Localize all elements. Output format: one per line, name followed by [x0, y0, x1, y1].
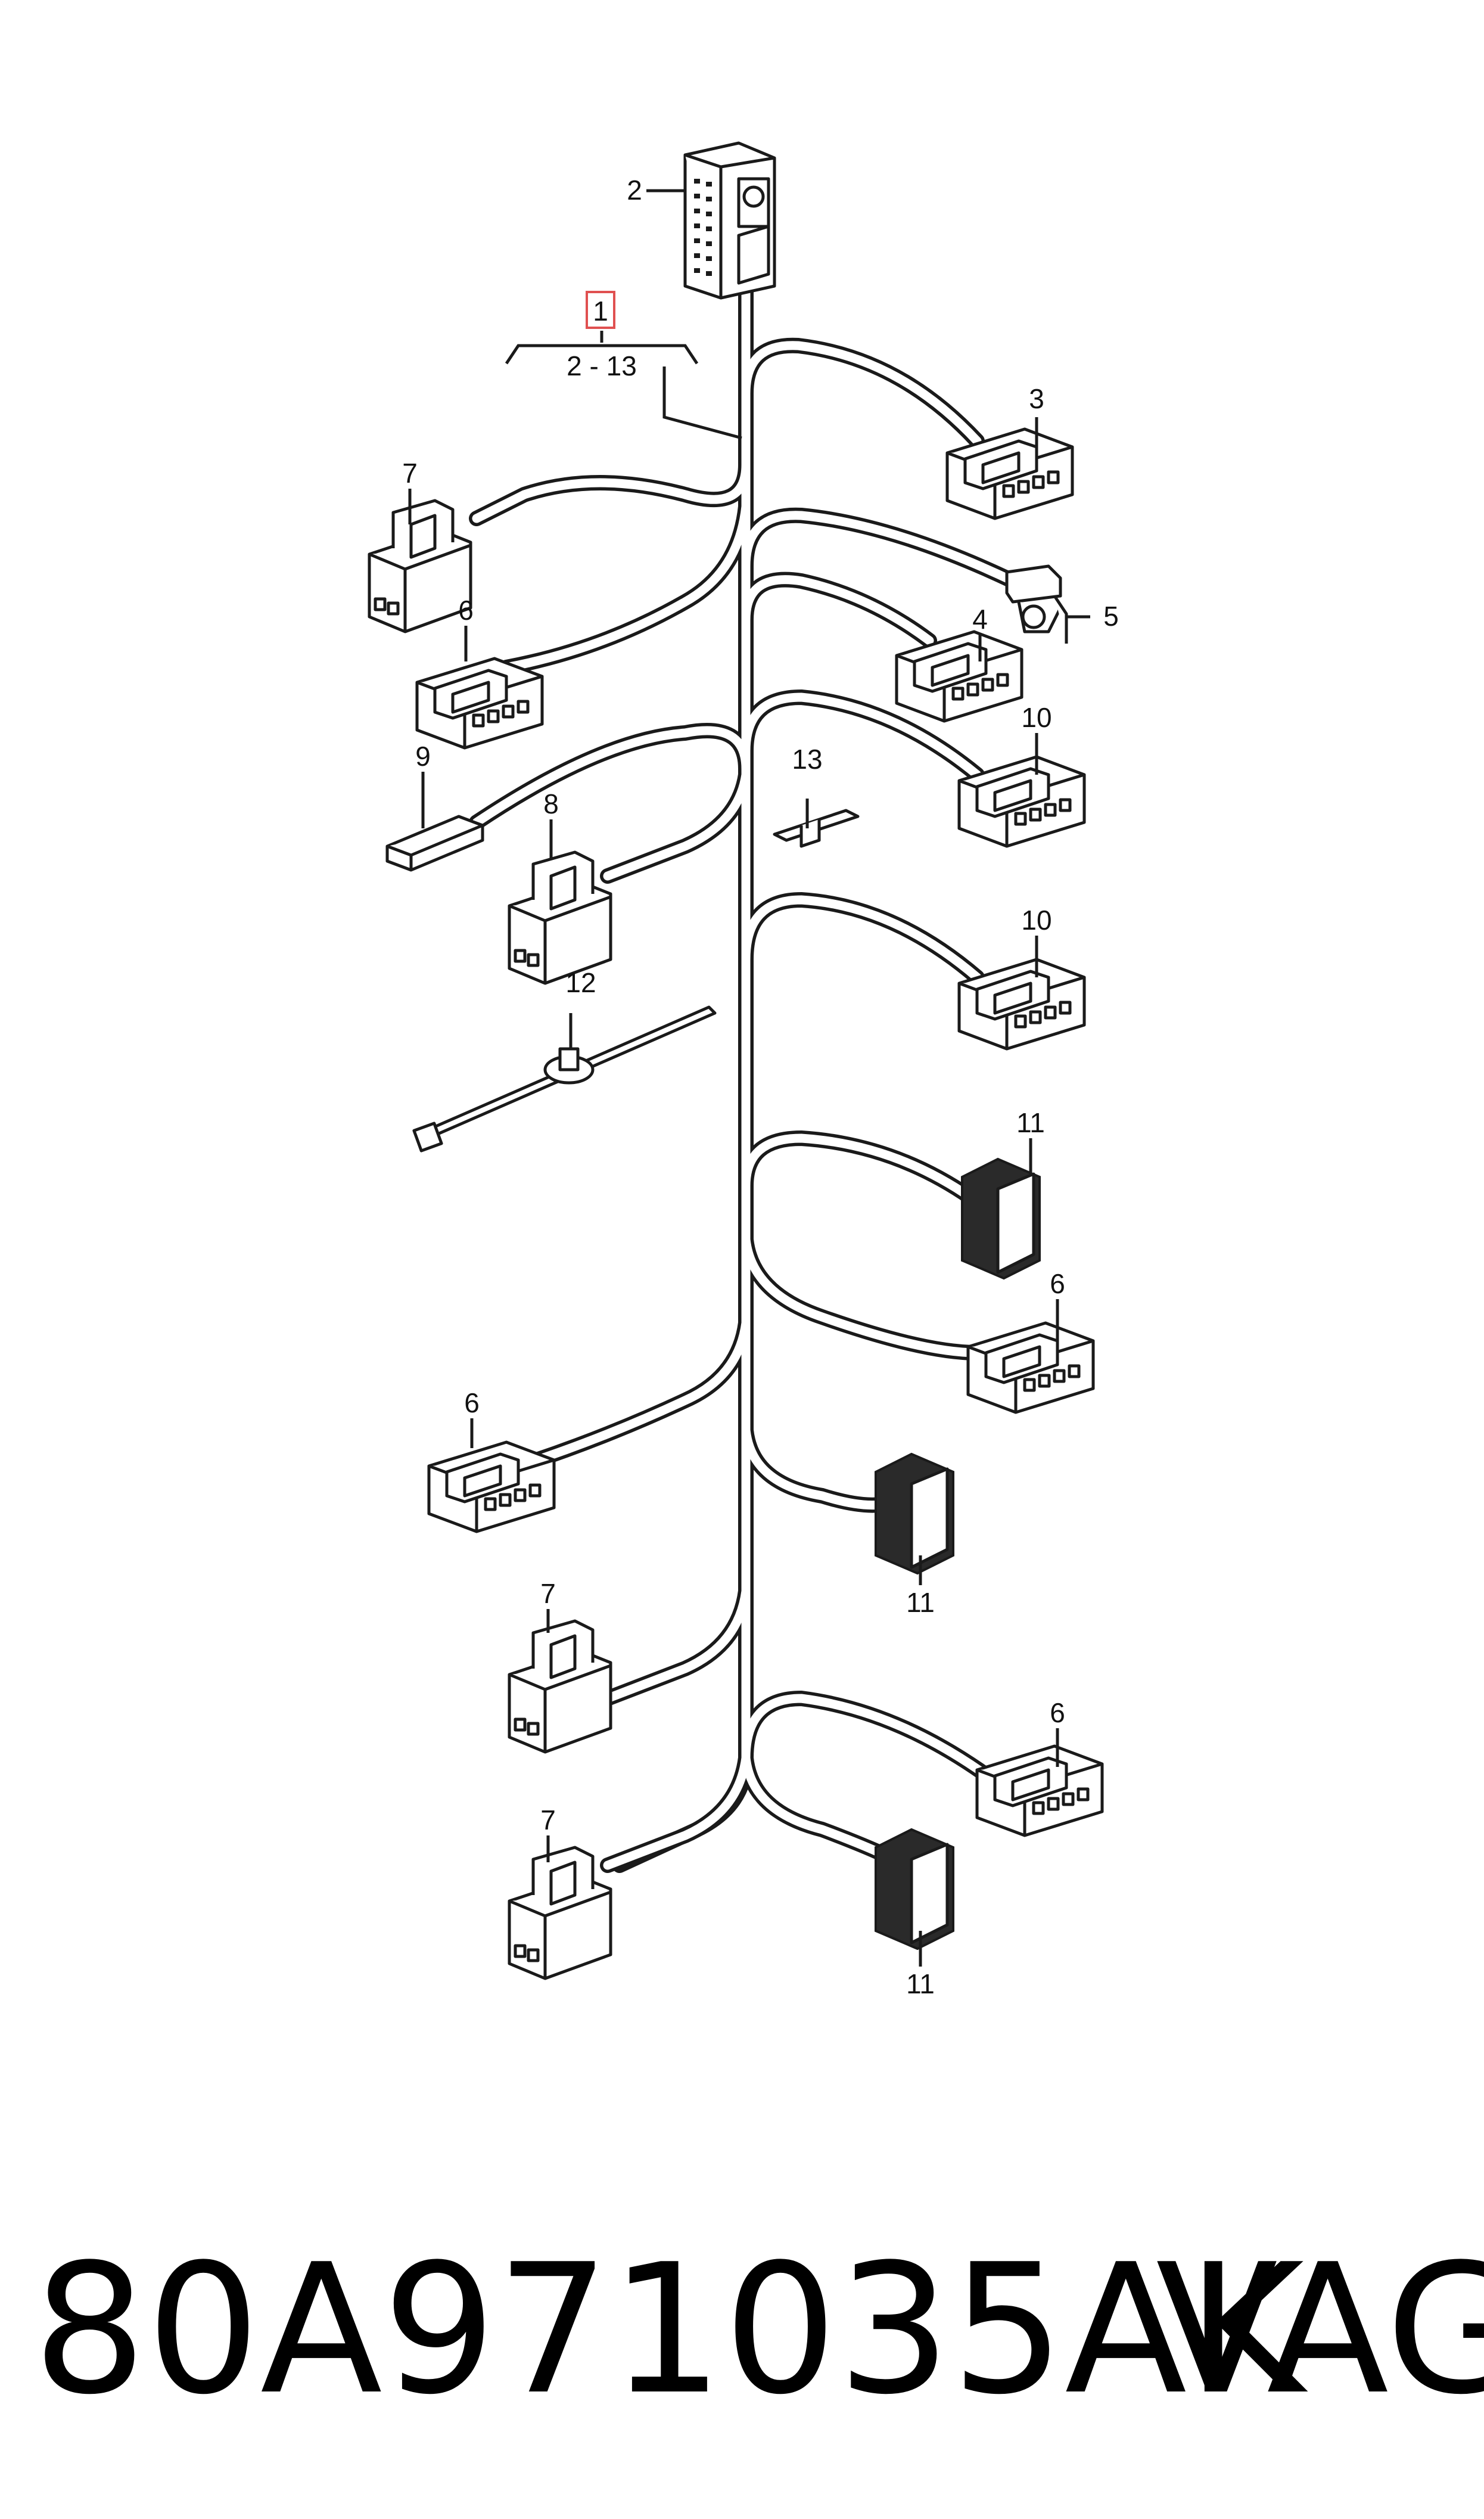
connector-11-c	[876, 1830, 953, 1949]
bracket-13	[773, 799, 860, 848]
leader-lines	[408, 189, 1090, 1967]
connector-6-right-b	[977, 1746, 1102, 1835]
connector-6-left-bottom	[429, 1442, 554, 1532]
brand: VAG	[1156, 2226, 1484, 2434]
callout-13: 13	[792, 744, 822, 775]
callout-6-right-a: 6	[1050, 1268, 1065, 1299]
connector-9	[385, 815, 484, 872]
callout-12: 12	[565, 967, 596, 998]
wire-harness	[469, 272, 1021, 1873]
callout-11-c: 11	[906, 1968, 935, 1999]
callout-7-top: 7	[402, 458, 418, 489]
connector-8	[509, 852, 611, 983]
connector-6-right-a	[968, 1323, 1093, 1412]
footer: 80A971035AK VAG	[0, 2217, 1484, 2443]
main-callout-box	[586, 291, 615, 329]
callout-3: 3	[1029, 383, 1044, 414]
callout-7-bottom: 7	[540, 1804, 556, 1835]
callout-10-bottom: 10	[1021, 905, 1051, 936]
callout-9: 9	[415, 741, 431, 772]
callout-6-left-top: 6	[458, 595, 474, 626]
cable-tie-12	[412, 1005, 717, 1153]
connector-6-left-top	[417, 659, 542, 748]
callout-11-b: 11	[906, 1587, 935, 1618]
connector-5	[1005, 564, 1068, 644]
connector-2	[683, 141, 776, 300]
connector-4	[897, 632, 1022, 721]
callout-2: 2	[627, 175, 642, 206]
callout-11-a: 11	[1016, 1107, 1045, 1138]
part-number: 80A971035AK	[33, 2226, 1305, 2434]
callout-10-top: 10	[1021, 702, 1051, 733]
callout-6-right-b: 6	[1050, 1697, 1065, 1728]
connector-7-top	[369, 501, 471, 632]
callout-4: 4	[972, 604, 988, 635]
range-label: 2 - 13	[567, 350, 637, 381]
callout-6-left-bottom: 6	[464, 1387, 480, 1418]
callout-8: 8	[543, 788, 559, 819]
callout-7-middle: 7	[540, 1578, 556, 1609]
connector-11-b	[876, 1454, 953, 1573]
main-callout: 1	[593, 296, 608, 327]
connector-3	[947, 429, 1072, 518]
callout-5: 5	[1103, 601, 1119, 632]
connector-11-a	[962, 1159, 1040, 1278]
connector-7-middle	[509, 1621, 611, 1752]
connector-7-bottom	[509, 1847, 611, 1978]
